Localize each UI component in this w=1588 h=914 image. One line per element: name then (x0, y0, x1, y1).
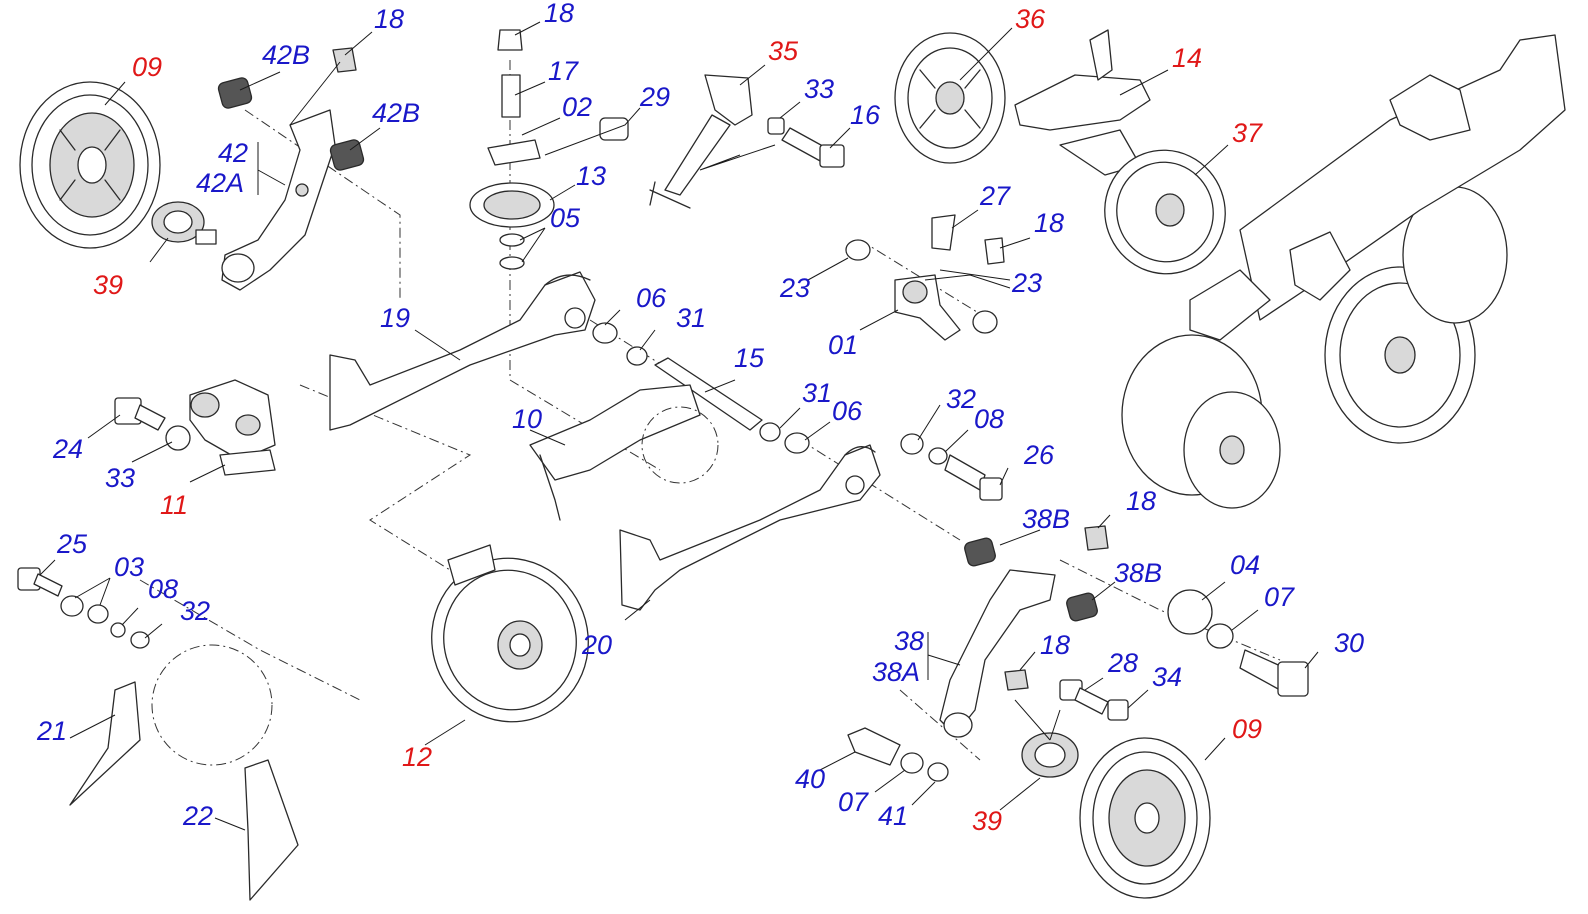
callout-38b-a: 38B (1022, 504, 1071, 534)
callout-24: 24 (53, 434, 84, 464)
handle-35 (649, 74, 753, 209)
arm-19 (329, 271, 596, 431)
bolt-28 (1004, 669, 1129, 721)
hub-39-bottom (1021, 732, 1079, 778)
callout-27: 27 (980, 181, 1011, 211)
callout-13: 13 (576, 161, 607, 191)
callout-25: 25 (57, 529, 88, 559)
callout-05: 05 (550, 203, 581, 233)
callout-23-a: 23 (780, 273, 811, 303)
bolt-26 (900, 433, 1003, 501)
callout-29: 29 (640, 82, 671, 112)
callout-35: 35 (768, 36, 799, 66)
washers-06-31-top (592, 322, 648, 366)
callout-07-a: 07 (1264, 582, 1295, 612)
callout-31-a: 31 (676, 303, 707, 333)
callout-10: 10 (512, 404, 543, 434)
arm-42 (217, 47, 365, 291)
callout-30: 30 (1334, 628, 1365, 658)
callout-21: 21 (37, 716, 68, 746)
callout-42b-a: 42B (262, 40, 311, 70)
callout-02: 02 (562, 92, 593, 122)
callout-39-top: 39 (93, 270, 124, 300)
callout-01: 01 (828, 330, 859, 360)
callout-28: 28 (1108, 648, 1139, 678)
callout-12: 12 (402, 742, 433, 772)
callout-32-b: 32 (180, 596, 211, 626)
disc-12 (431, 544, 589, 723)
callout-18-d: 18 (1126, 486, 1157, 516)
callout-39-bottom: 39 (972, 806, 1003, 836)
callout-20: 20 (582, 630, 613, 660)
callout-16: 16 (850, 100, 881, 130)
callout-23-b: 23 (1012, 268, 1043, 298)
callout-09-top: 09 (132, 52, 163, 82)
callout-18-e: 18 (1040, 630, 1071, 660)
callout-37: 37 (1232, 118, 1263, 148)
callout-36: 36 (1015, 4, 1046, 34)
callout-34: 34 (1152, 662, 1183, 692)
callout-08-a: 08 (974, 404, 1005, 434)
callout-32-a: 32 (946, 384, 977, 414)
callout-06-b: 06 (832, 396, 863, 426)
hub-39-top (151, 201, 217, 245)
pivot-parts-01-27-23 (845, 214, 1005, 341)
callout-42b-b: 42B (372, 98, 421, 128)
scraper-22 (244, 759, 299, 901)
callout-38b-b: 38B (1114, 558, 1163, 588)
frame-10 (529, 384, 719, 521)
callout-17: 17 (548, 56, 579, 86)
callout-26: 26 (1024, 440, 1055, 470)
callout-38a: 38A (872, 657, 921, 687)
callout-33-b: 33 (105, 463, 136, 493)
leader-lines (39, 21, 1319, 831)
callout-38: 38 (894, 626, 925, 656)
callout-19: 19 (380, 303, 411, 333)
wheel-09-bottom (1079, 737, 1211, 899)
callout-41: 41 (878, 801, 909, 831)
disc-37 (1104, 149, 1226, 275)
housing-11 (189, 379, 276, 476)
bracket-14 (1014, 29, 1151, 176)
callout-14: 14 (1172, 43, 1203, 73)
callout-18-b: 18 (544, 0, 575, 28)
callout-11: 11 (160, 490, 189, 520)
callout-18-a: 18 (374, 4, 405, 34)
callout-33-a: 33 (804, 74, 835, 104)
callout-42a: 42A (196, 168, 245, 198)
bolt-16 (767, 117, 845, 168)
disc-36 (894, 32, 1006, 164)
washers-06-31-bottom (759, 422, 810, 454)
wheel-09-top (19, 81, 161, 249)
callout-31-b: 31 (802, 378, 833, 408)
arm-38 (939, 525, 1109, 738)
callout-40: 40 (795, 764, 826, 794)
bolt-30 (1167, 589, 1309, 697)
arm-20 (619, 444, 881, 611)
stack-17-02-13-05 (469, 29, 629, 270)
callout-04: 04 (1230, 550, 1261, 580)
callout-07-b: 07 (838, 787, 869, 817)
callout-15: 15 (734, 343, 765, 373)
callout-08-b: 08 (148, 574, 179, 604)
callout-18-c: 18 (1034, 208, 1065, 238)
scraper-hardware (17, 567, 150, 649)
detail-circle (151, 644, 273, 766)
scraper-21 (69, 681, 141, 806)
pin-40 (847, 727, 949, 782)
rod-15 (654, 357, 763, 431)
callout-09-bottom: 09 (1232, 714, 1263, 744)
assembled-row-unit (1121, 34, 1566, 509)
callout-03: 03 (114, 552, 145, 582)
bolt-24 (114, 397, 191, 451)
callout-22: 22 (183, 801, 214, 831)
callout-06-a: 06 (636, 283, 667, 313)
callout-42: 42 (218, 138, 249, 168)
